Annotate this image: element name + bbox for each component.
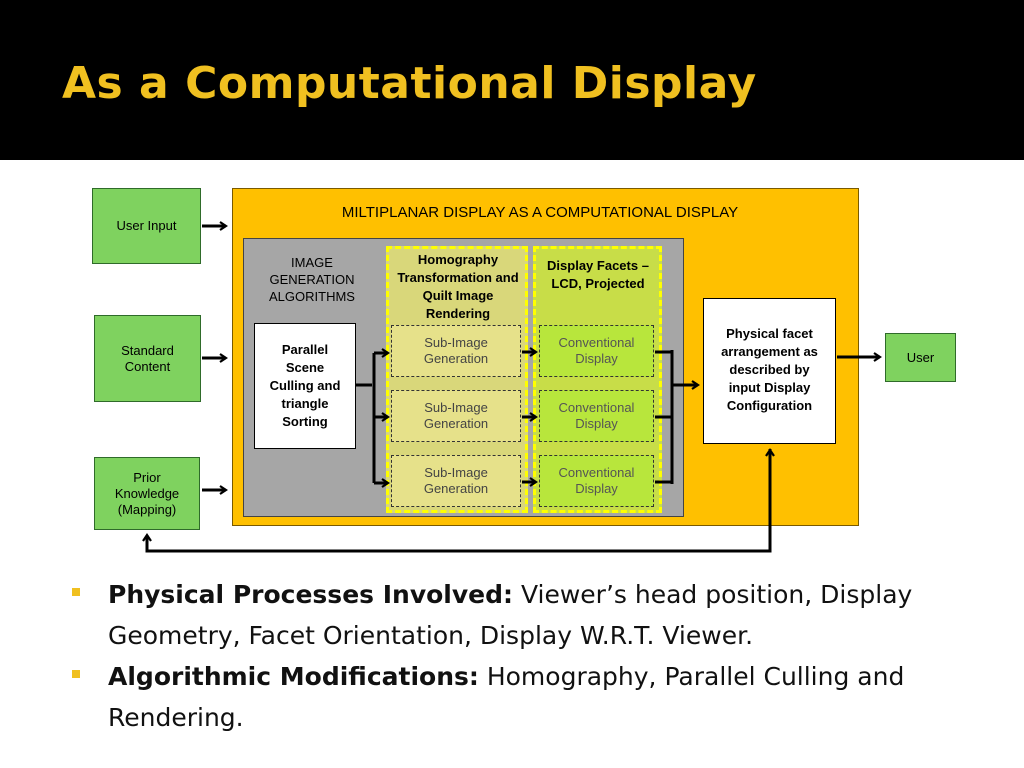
conventional-label: Conventional Display <box>558 335 635 366</box>
culling-label: Parallel Scene Culling and triangle Sort… <box>269 342 341 429</box>
bullet-bold: Algorithmic Modifications: <box>108 662 479 691</box>
bullet-item: Algorithmic Modifications: Homography, P… <box>72 656 972 738</box>
bullet-marker <box>72 670 80 678</box>
input-label: User Input <box>116 218 177 233</box>
conventional-display-box: Conventional Display <box>539 455 654 507</box>
culling-box: Parallel Scene Culling and triangle Sort… <box>254 323 356 449</box>
sub-image-box: Sub-Image Generation <box>391 390 521 442</box>
output-user: User <box>885 333 956 382</box>
conventional-label: Conventional Display <box>558 400 635 431</box>
input-label: Prior Knowledge (Mapping) <box>114 469 180 517</box>
physical-facet-box: Physical facet arrangement as described … <box>703 298 836 444</box>
sub-image-label: Sub-Image Generation <box>423 335 489 366</box>
input-user-input: User Input <box>92 188 201 264</box>
bullet-item: Physical Processes Involved: Viewer’s he… <box>72 574 972 656</box>
panel-title: MILTIPLANAR DISPLAY AS A COMPUTATIONAL D… <box>341 204 739 221</box>
slide-title: As a Computational Display <box>62 58 757 109</box>
facets-title: Display Facets – LCD, Projected <box>547 258 649 291</box>
physical-facet-label: Physical facet arrangement as described … <box>721 326 818 413</box>
sub-image-box: Sub-Image Generation <box>391 325 521 377</box>
gray-panel-title: IMAGE GENERATION ALGORITHMS <box>269 255 355 304</box>
sub-image-box: Sub-Image Generation <box>391 455 521 507</box>
homography-title: Homography Transformation and Quilt Imag… <box>397 252 519 321</box>
input-prior-knowledge: Prior Knowledge (Mapping) <box>94 457 200 530</box>
title-bar: As a Computational Display <box>0 0 1024 160</box>
input-standard-content: Standard Content <box>94 315 201 402</box>
bullet-bold: Physical Processes Involved: <box>108 580 514 609</box>
output-label: User <box>906 349 935 365</box>
bullet-list: Physical Processes Involved: Viewer’s he… <box>72 574 972 738</box>
bullet-text: Viewer’s head position, Display Geometry… <box>108 580 913 650</box>
sub-image-label: Sub-Image Generation <box>423 400 489 431</box>
input-label: Standard Content <box>121 342 174 374</box>
bullet-text: Homography, Parallel Culling and Renderi… <box>108 662 905 732</box>
sub-image-label: Sub-Image Generation <box>423 465 489 496</box>
conventional-display-box: Conventional Display <box>539 390 654 442</box>
bullet-marker <box>72 588 80 596</box>
divider <box>0 160 1024 165</box>
conventional-display-box: Conventional Display <box>539 325 654 377</box>
conventional-label: Conventional Display <box>558 465 635 496</box>
